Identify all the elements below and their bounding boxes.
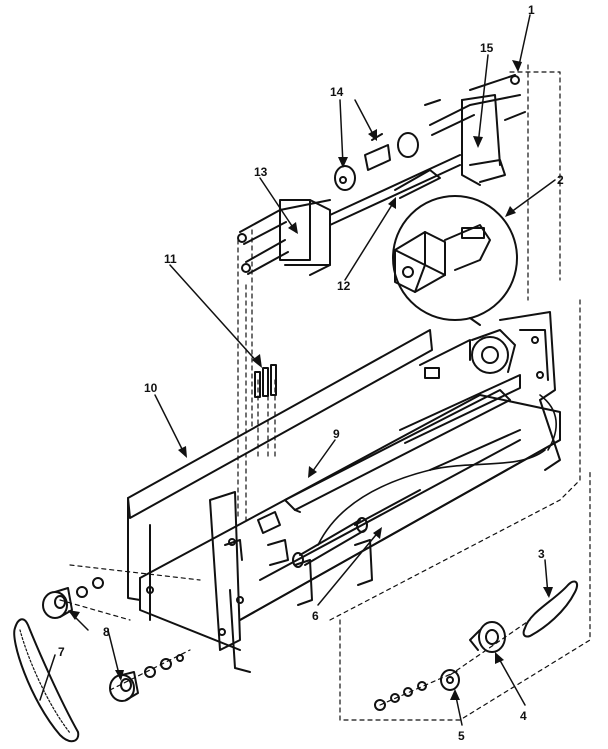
- stepper-motor: [471, 329, 516, 374]
- roller-set: [334, 132, 419, 191]
- callout-13: 13: [254, 165, 268, 179]
- callout-2: 2: [557, 173, 564, 187]
- callout-1: 1: [528, 3, 535, 17]
- arrowheads: [68, 60, 553, 700]
- carriage-shaft: [329, 154, 461, 226]
- callout-labels: 1 2 3 4 5 6 7 8 9 10 11 12 13 14 15: [58, 3, 564, 743]
- timing-belt-left: [13, 618, 80, 743]
- callout-3: 3: [538, 547, 545, 561]
- detail-magnifier: [392, 195, 518, 326]
- guide-rail: [284, 374, 521, 513]
- drive-shaft: [292, 489, 421, 568]
- drive-pulley: [469, 621, 506, 653]
- idler-pulley: [374, 669, 460, 711]
- callout-4: 4: [520, 709, 527, 723]
- callout-10: 10: [144, 381, 158, 395]
- callout-15: 15: [480, 41, 494, 55]
- callout-8: 8: [103, 625, 110, 639]
- frame-brackets: [224, 511, 373, 606]
- leader-lines: [39, 14, 556, 726]
- pin-set: [254, 364, 277, 398]
- wire-harness: [317, 394, 557, 546]
- callout-12: 12: [337, 279, 351, 293]
- callout-5: 5: [458, 729, 465, 743]
- left-carriage-bracket: [237, 199, 331, 276]
- timing-belt-right: [522, 580, 578, 638]
- callout-9: 9: [333, 427, 340, 441]
- assembly-guide-lines: [59, 64, 591, 721]
- callout-14: 14: [330, 85, 344, 99]
- cover-plate: [127, 329, 471, 621]
- right-carriage-bracket: [424, 74, 526, 186]
- chassis-frame: [139, 311, 561, 673]
- callout-11: 11: [164, 252, 177, 266]
- callout-7: 7: [58, 645, 65, 659]
- callout-6: 6: [312, 609, 319, 623]
- left-pulley-upper: [42, 577, 104, 619]
